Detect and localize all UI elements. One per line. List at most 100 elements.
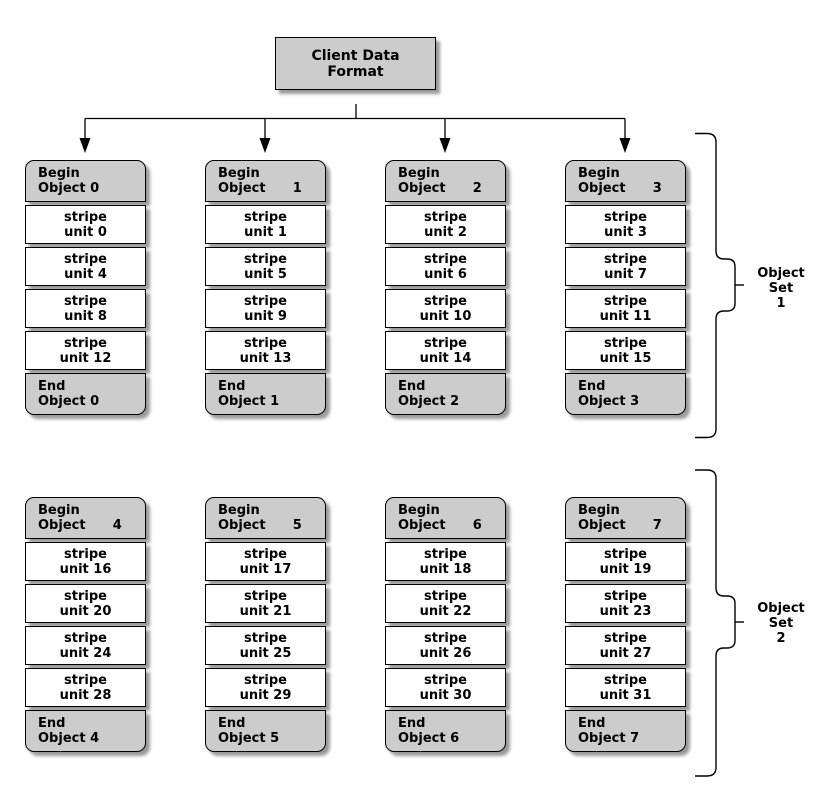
box-line: unit 29: [239, 687, 292, 703]
box-line: Object 0: [38, 181, 100, 196]
box-line: stripe: [64, 209, 107, 225]
box-line: Object 1: [218, 394, 280, 409]
box-line: stripe: [604, 630, 647, 646]
box-line: stripe: [64, 630, 107, 646]
box-line: stripe: [424, 588, 467, 604]
object-set-2-label: Object Set 2: [746, 601, 816, 646]
arrowheads: [79, 138, 631, 153]
box-line: Begin: [218, 166, 260, 181]
brace-bracket-set2: [695, 469, 736, 777]
box-line: unit 5: [244, 266, 287, 282]
box-line: unit 19: [599, 561, 652, 577]
box-line: stripe: [604, 588, 647, 604]
box-line: Object 2: [398, 181, 482, 196]
box-line: stripe: [244, 209, 287, 225]
box-line: stripe: [244, 672, 287, 688]
box-line: End: [38, 379, 66, 394]
set-label-line: Object: [757, 601, 805, 616]
arrow-down-icon: [79, 138, 91, 153]
box-line: stripe: [424, 293, 467, 309]
box-line: End: [578, 379, 606, 394]
set-label-line: Set: [768, 616, 794, 631]
box-line: Begin: [38, 166, 80, 181]
box-line: stripe: [604, 209, 647, 225]
box-line: unit 7: [604, 266, 647, 282]
box-line: unit 27: [599, 645, 652, 661]
box-line: stripe: [244, 546, 287, 562]
box-line: unit 12: [59, 350, 112, 366]
box-line: End: [218, 716, 246, 731]
box-line: unit 1: [244, 224, 287, 240]
box-line: Object 4: [38, 518, 122, 533]
box-line: Object 3: [578, 394, 640, 409]
set-label-line: 2: [776, 631, 786, 646]
box-line: unit 8: [64, 308, 107, 324]
box-line: unit 26: [419, 645, 472, 661]
box-line: Object 5: [218, 518, 302, 533]
box-line: Begin: [38, 503, 80, 518]
arrow-down-icon: [259, 138, 271, 153]
box-line: unit 31: [599, 687, 652, 703]
box-line: Object 5: [218, 731, 280, 746]
box-line: stripe: [424, 251, 467, 267]
box-line: stripe: [64, 672, 107, 688]
box-line: stripe: [64, 251, 107, 267]
title-line: Format: [327, 63, 384, 80]
box-line: Object 0: [38, 394, 100, 409]
arrow-down-icon: [619, 138, 631, 153]
client-data-format-box: Client Data Format: [275, 37, 436, 90]
brace-bracket-set1: [695, 132, 736, 439]
box-line: stripe: [424, 630, 467, 646]
box-line: unit 15: [599, 350, 652, 366]
tree-connector: [84, 104, 626, 139]
box-line: stripe: [604, 251, 647, 267]
box-line: stripe: [244, 588, 287, 604]
box-line: unit 24: [59, 645, 112, 661]
box-line: Begin: [398, 166, 440, 181]
box-line: unit 10: [419, 308, 472, 324]
box-line: stripe: [64, 293, 107, 309]
box-line: Object 7: [578, 518, 662, 533]
box-line: unit 21: [239, 603, 292, 619]
box-line: unit 3: [604, 224, 647, 240]
box-line: unit 14: [419, 350, 472, 366]
box-line: End: [398, 379, 426, 394]
box-line: unit 2: [424, 224, 467, 240]
box-line: unit 13: [239, 350, 292, 366]
box-line: unit 22: [419, 603, 472, 619]
